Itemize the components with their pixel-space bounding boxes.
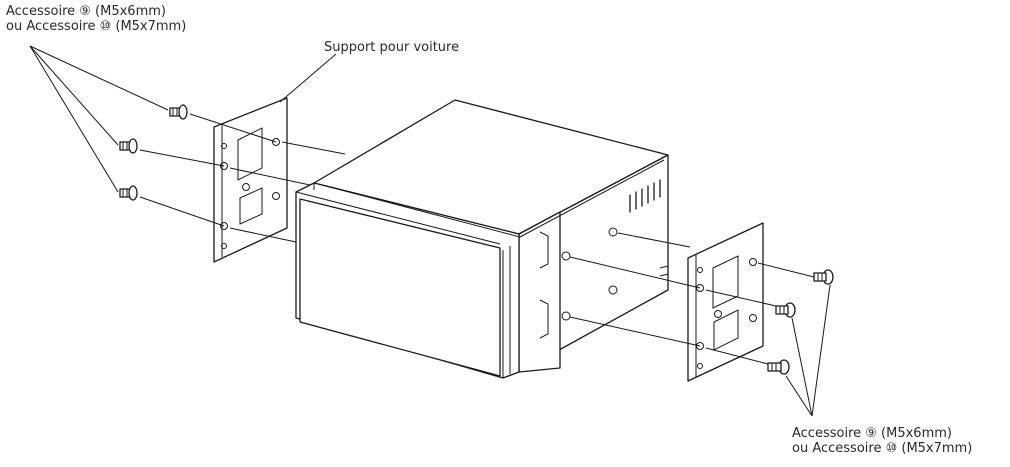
screws-label-left-line2: ou Accessoire ⑩ (M5x7mm) bbox=[6, 19, 187, 34]
screws-label-right: Accessoire ⑨ (M5x6mm) ou Accessoire ⑩ (M… bbox=[792, 426, 972, 456]
screw-icon bbox=[775, 302, 796, 318]
screw-icon bbox=[767, 359, 790, 375]
screws-label-right-line1: Accessoire ⑨ (M5x6mm) bbox=[792, 426, 952, 441]
screws-label-left-line1: Accessoire ⑨ (M5x6mm) bbox=[6, 4, 166, 19]
screw-icon bbox=[119, 185, 138, 201]
callout-lines bbox=[29, 45, 831, 417]
mounting-bracket-icon bbox=[213, 97, 288, 263]
screws-label-right-line2: ou Accessoire ⑩ (M5x7mm) bbox=[792, 441, 973, 456]
screw-icon bbox=[813, 269, 834, 285]
screws-label-left: Accessoire ⑨ (M5x6mm) ou Accessoire ⑩ (M… bbox=[6, 4, 186, 34]
alignment-lines bbox=[139, 113, 819, 365]
mounting-bracket-icon bbox=[687, 222, 764, 382]
vent-slots bbox=[629, 179, 661, 213]
screw-icon bbox=[169, 104, 188, 120]
screw-icon bbox=[119, 138, 138, 154]
head-unit-icon bbox=[295, 99, 669, 379]
bracket-label: Support pour voiture bbox=[324, 40, 460, 55]
